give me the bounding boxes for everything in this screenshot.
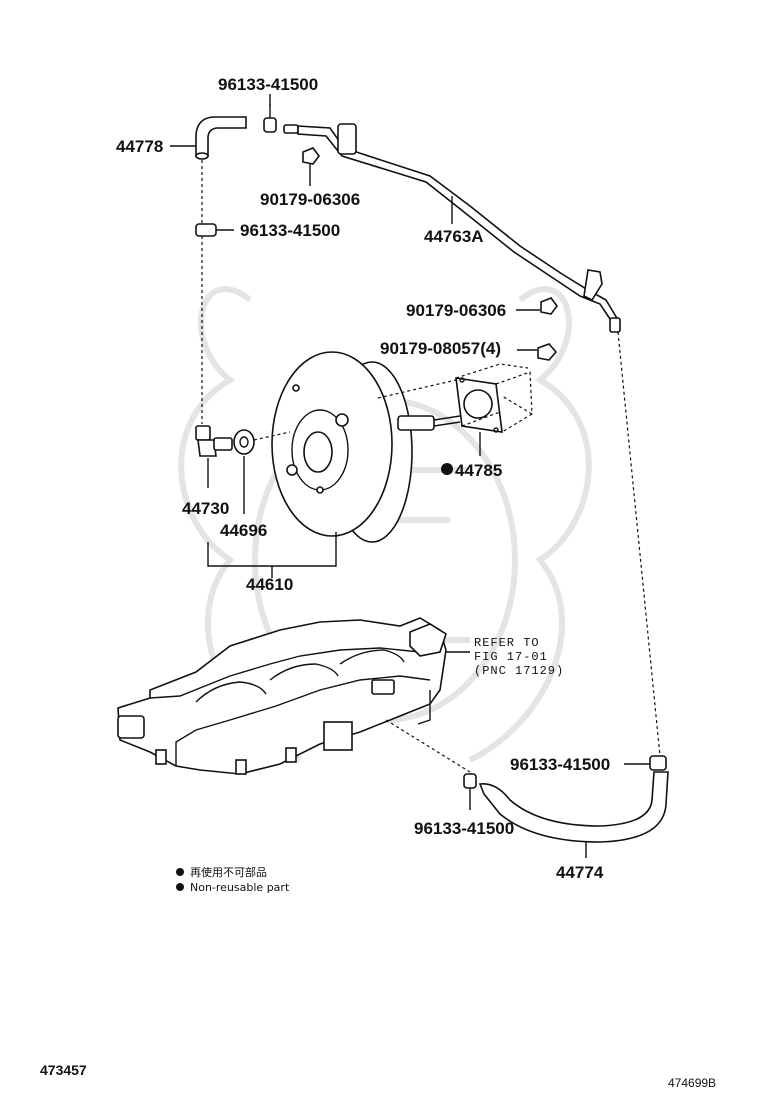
nut-qty-icon bbox=[517, 343, 558, 361]
legend-dot-en-icon bbox=[176, 883, 184, 891]
legend-english: Non-reusable part bbox=[190, 881, 290, 894]
legend-japanese: 再使用不可部品 bbox=[190, 865, 267, 879]
part-label-clip-top: 96133-41500 bbox=[218, 75, 318, 94]
refer-line-2: FIG 17-01 bbox=[474, 650, 548, 664]
footer-left-code: 473457 bbox=[40, 1062, 87, 1078]
part-label-nut-qty: 90179-08057(4) bbox=[380, 339, 501, 358]
part-label-gasket: 44785 bbox=[455, 461, 502, 480]
part-label-nut-right: 90179-06306 bbox=[406, 301, 506, 320]
part-label-hose-44774: 44774 bbox=[556, 863, 604, 882]
grommet-44696-icon bbox=[233, 429, 255, 455]
clip-top-icon bbox=[263, 104, 277, 133]
booster-44610-icon bbox=[271, 351, 461, 543]
valve-44730-icon bbox=[195, 425, 233, 457]
refer-line-1: REFER TO bbox=[474, 636, 540, 650]
part-label-booster: 44610 bbox=[246, 575, 293, 594]
refer-line-3: (PNC 17129) bbox=[474, 664, 564, 678]
part-label-hose-44778: 44778 bbox=[116, 137, 163, 156]
part-label-pipe: 44763A bbox=[424, 227, 484, 246]
clip-lower-right-icon bbox=[624, 755, 667, 771]
footer-right-code: 474699B bbox=[668, 1076, 716, 1090]
hose-44778-icon bbox=[195, 116, 247, 160]
part-label-nut-top: 90179-06306 bbox=[260, 190, 360, 209]
gasket-44785-icon bbox=[455, 377, 503, 433]
part-label-valve: 44730 bbox=[182, 499, 229, 518]
clip-left-icon bbox=[195, 223, 234, 237]
part-label-clip-left: 96133-41500 bbox=[240, 221, 340, 240]
part-label-clip-lower: 96133-41500 bbox=[414, 819, 514, 838]
clip-lower-icon bbox=[463, 773, 477, 810]
pipe-44763a-icon bbox=[283, 123, 621, 333]
legend-dot-icon bbox=[176, 868, 184, 876]
intake-manifold-icon bbox=[117, 617, 447, 775]
part-label-grommet: 44696 bbox=[220, 521, 267, 540]
non-reusable-dot-icon bbox=[441, 463, 453, 475]
nut-top-icon bbox=[302, 147, 320, 186]
hose-44774-icon bbox=[478, 771, 669, 843]
nut-right-icon bbox=[516, 297, 558, 315]
part-label-clip-lower-right: 96133-41500 bbox=[510, 755, 610, 774]
